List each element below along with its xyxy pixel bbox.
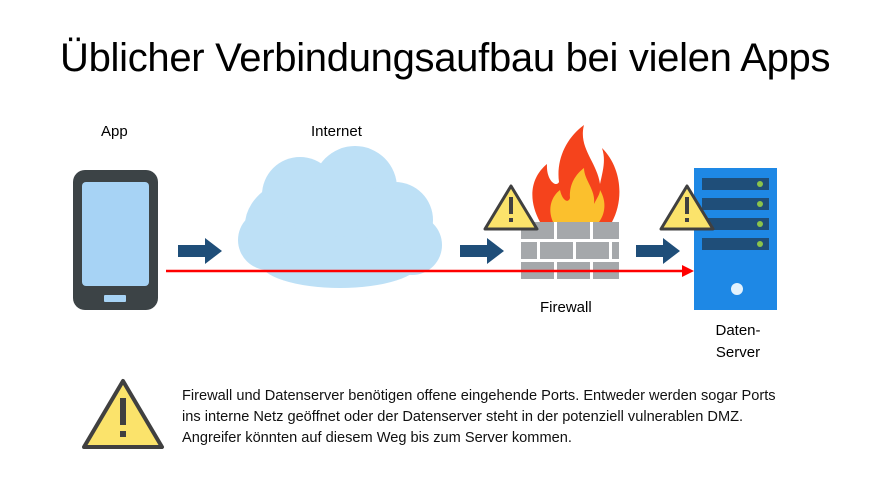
smartphone-icon [73, 170, 158, 310]
warning-icon [483, 184, 539, 231]
firewall-label: Firewall [540, 299, 592, 316]
server-label-line2: Server [715, 344, 761, 361]
server-label-line1: Daten- [715, 322, 761, 339]
server-label: Daten- Server [713, 320, 763, 364]
cloud-icon [238, 146, 442, 288]
warning-icon [82, 379, 164, 449]
warning-icon [659, 184, 715, 231]
app-label: App [101, 123, 128, 140]
server-icon [694, 168, 777, 310]
flow-arrow-icon [178, 238, 222, 264]
flow-arrow-icon [460, 238, 504, 264]
flow-arrow-icon [636, 238, 680, 264]
attack-path-arrow [166, 265, 694, 277]
slide-title: Üblicher Verbindungsaufbau bei vielen Ap… [60, 36, 831, 80]
internet-label: Internet [311, 123, 362, 140]
firewall-icon [521, 125, 620, 279]
warning-note: Firewall und Datenserver benötigen offen… [182, 388, 776, 446]
